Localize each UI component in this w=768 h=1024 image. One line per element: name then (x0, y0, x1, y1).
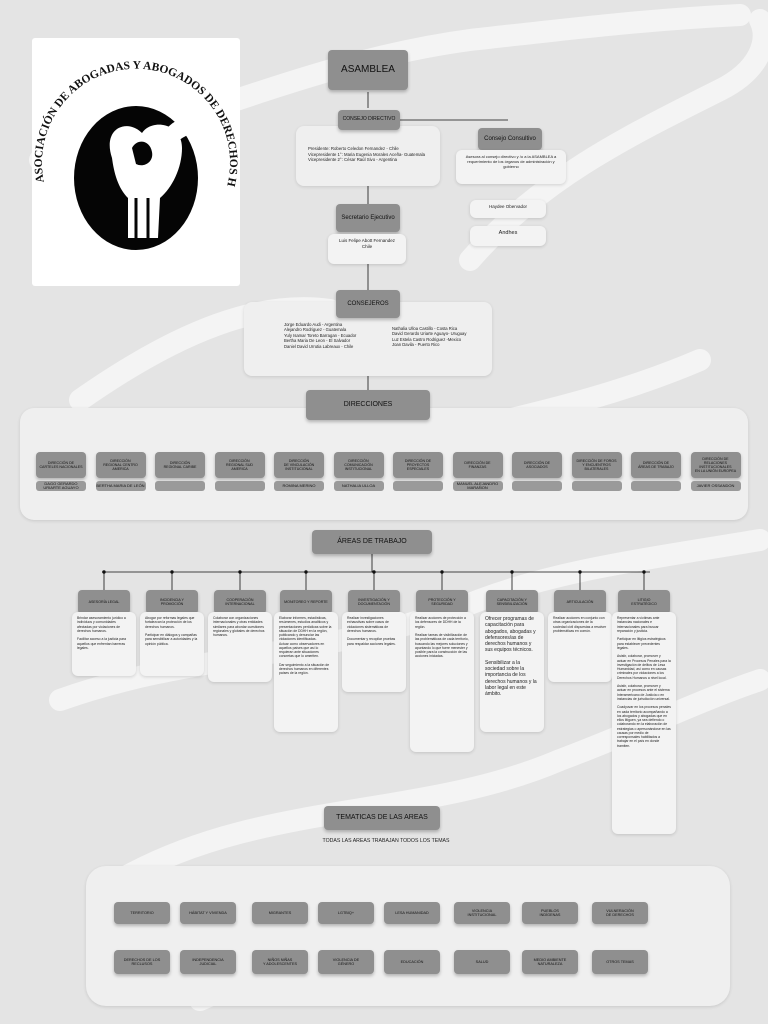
direccion-person: BERTHA MARIA DE LEÓN (96, 481, 146, 491)
tema-node[interactable]: VIOLENCIA INSTITUCIONAL (454, 902, 510, 924)
tema-node[interactable]: EDUCACIÓN (384, 950, 440, 974)
direccion-person: ROMINA MERINO (274, 481, 324, 491)
tema-node[interactable]: SALUD (454, 950, 510, 974)
area-node[interactable]: ASESORÍA LEGAL (78, 590, 130, 614)
area-node[interactable]: CAPACITACIÓN Y SENSIBILIZACIÓN (486, 590, 538, 614)
tema-node[interactable]: HÁBITAT Y VIVIENDA (180, 902, 236, 924)
area-node[interactable]: INVESTIGACIÓN Y DOCUMENTACIÓN (348, 590, 400, 614)
tema-node[interactable]: VIOLENCIA DE GÉNERO (318, 950, 374, 974)
area-description: Elaborar informes, estadísticas, resúmen… (274, 612, 338, 732)
observador-box: Haydee Obervador (470, 200, 546, 218)
andhes-box: Andhes (470, 226, 546, 246)
area-node[interactable]: INCIDENCIA Y PROMOCIÓN (146, 590, 198, 614)
direccion-node[interactable]: DIRECCIÓN REGIONAL CARIBE (155, 452, 205, 478)
area-description: Realizar acciones en conjunto con otras … (548, 612, 612, 682)
asamblea-node[interactable]: ASAMBLEA (328, 50, 408, 90)
tematicas-subtitle: TODAS LAS AREAS TRABAJAN TODOS LOS TEMAS (306, 838, 466, 845)
direccion-person: DAGO GERARDO URIARTE AGUAYO (36, 481, 86, 491)
consejeros-node[interactable]: CONSEJEROS (336, 290, 400, 318)
direccion-person (512, 481, 562, 491)
tema-node[interactable]: INDEPENDENCIA JUDICIAL (180, 950, 236, 974)
logo-emblem: ASOCIACIÓN DE ABOGADAS Y ABOGADOS DE DER… (32, 38, 240, 286)
area-node[interactable]: LITIGIO ESTRATÉGICO (618, 590, 670, 614)
tema-node[interactable]: MIGRANTES (252, 902, 308, 924)
direccion-node[interactable]: DIRECCIÓN DE RELACIONES INSTITUCIONALES … (691, 452, 741, 478)
area-description: Colaborar con organizaciones internacion… (208, 612, 272, 682)
direccion-node[interactable]: DIRECCIÓN DE ÁREAS DE TRABAJO (631, 452, 681, 478)
direccion-node[interactable]: DIRECCIÓN DE VINCULACIÓN INSTITUCIONAL (274, 452, 324, 478)
consejeros-right-list: Nathalia Ulloa Castillo - Costa Rica Dav… (392, 326, 492, 348)
direccion-person (631, 481, 681, 491)
tema-node[interactable]: MEDIO AMBIENTE NATURALEZA (522, 950, 578, 974)
tematicas-title-node[interactable]: TEMATICAS DE LAS AREAS (324, 806, 440, 830)
consejo-consultivo-desc: Asesora al consejo directivo y /o a la A… (456, 150, 566, 184)
area-description: Realizar acciones de protección a los de… (410, 612, 474, 752)
direccion-node[interactable]: DIRECCIÓN DE ASOCIADOS (512, 452, 562, 478)
tema-node[interactable]: NIÑOS NIÑAS Y ADOLESCENTES (252, 950, 308, 974)
area-node[interactable]: ARTICULACIÓN (554, 590, 606, 614)
secretario-name-box: Luis Felipe Abott Fernandez Chile (328, 234, 406, 264)
tema-node[interactable]: PUEBLOS INDÍGENAS (522, 902, 578, 924)
secretario-ejecutivo-node[interactable]: Secretario Ejecutivo (336, 204, 400, 232)
area-description: Ofrecer programas de capacitación para a… (480, 612, 544, 732)
logo-panel: ASOCIACIÓN DE ABOGADAS Y ABOGADOS DE DER… (32, 38, 240, 286)
direccion-person: JAVIER OSSANDON (691, 481, 741, 491)
direccion-node[interactable]: DIRECCIÓN DE PROYECTOS ESPECIALES (393, 452, 443, 478)
area-node[interactable]: COOPERACIÓN INTERNACIONAL (214, 590, 266, 614)
consejo-directivo-node[interactable]: CONSEJO DIRECTIVO (338, 110, 400, 130)
direcciones-node[interactable]: DIRECCIONES (306, 390, 430, 420)
direccion-node[interactable]: DIRECCIÓN DE CARTELES NACIONALES (36, 452, 86, 478)
direccion-node[interactable]: DIRECCIÓN COMUNICACIÓN INSTITUCIONAL (334, 452, 384, 478)
tema-node[interactable]: DERECHOS DE LOS RECLUSOS (114, 950, 170, 974)
area-description: Abogar por reformas legales que fortalez… (140, 612, 204, 676)
direccion-person: MANUEL ALEJANDRO MARAÑON (453, 481, 503, 491)
direccion-person (215, 481, 265, 491)
area-description: Representar a víctimas ante instancias n… (612, 612, 676, 834)
direccion-person (572, 481, 622, 491)
area-node[interactable]: PROTECCIÓN Y SEGURIDAD (416, 590, 468, 614)
tema-node[interactable]: LGTBIQ+ (318, 902, 374, 924)
direccion-node[interactable]: DIRECCIÓN REGIONAL CENTRO AMERICA (96, 452, 146, 478)
direccion-person: NATHALIA ULLOA (334, 481, 384, 491)
areas-title-node[interactable]: ÁREAS DE TRABAJO (312, 530, 432, 554)
consejo-consultivo-node[interactable]: Consejo Consultivo (478, 128, 542, 150)
direccion-node[interactable]: DIRECCIÓN DE FOROS Y ENCUENTROS BILATERA… (572, 452, 622, 478)
direccion-person (155, 481, 205, 491)
consejeros-left-list: Jorge Eduardo Audi - Argentina Alejandro… (284, 322, 394, 349)
tema-node[interactable]: LESA HUMANIDAD (384, 902, 440, 924)
consejo-directivo-members: Presidente: Roberto Celedon Fernandez - … (308, 146, 436, 163)
area-node[interactable]: MONITOREO Y REPORTE (280, 590, 332, 614)
tema-node[interactable]: OTROS TEMAS (592, 950, 648, 974)
direccion-node[interactable]: DIRECCIÓN DE FINANZAS (453, 452, 503, 478)
tema-node[interactable]: TERRITORIO (114, 902, 170, 924)
direccion-node[interactable]: DIRECCIÓN REGIONAL SUD AMERICA (215, 452, 265, 478)
tema-node[interactable]: VULNERACIÓN DE DERECHOS (592, 902, 648, 924)
area-description: Brindar asesoramiento jurídico a individ… (72, 612, 136, 676)
area-description: Realizar investigaciones exhaustivas sob… (342, 612, 406, 692)
direccion-person (393, 481, 443, 491)
temas-panel (86, 866, 730, 1006)
